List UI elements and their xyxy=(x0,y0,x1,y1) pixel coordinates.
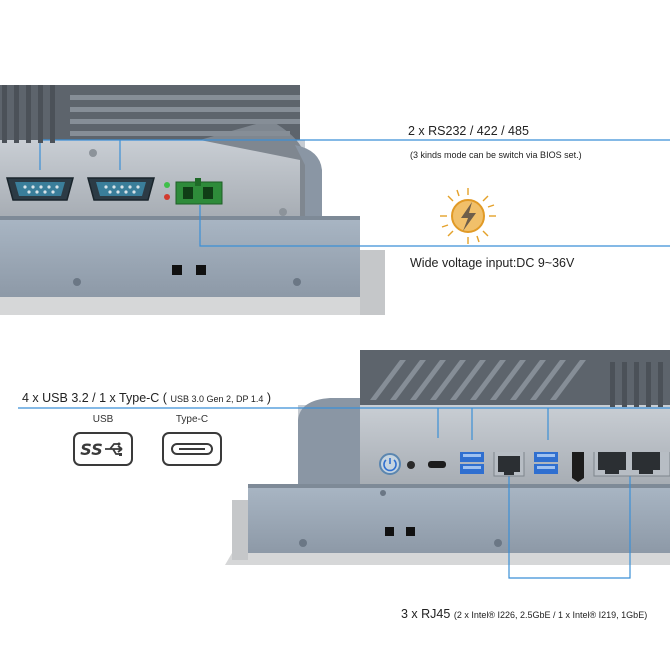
rj45-title-detail: (2 x Intel® I226, 2.5GbE / 1 x Intel® I2… xyxy=(453,610,648,620)
usb-title-main: 4 x USB 3.2 / 1 x Type-C ( xyxy=(22,391,167,405)
lightning-power-icon xyxy=(440,188,496,244)
serial-note: (3 kinds mode can be switch via BIOS set… xyxy=(410,150,582,160)
top-heatsink xyxy=(2,85,300,143)
power-terminal-block xyxy=(175,178,223,205)
db9-serial-port xyxy=(6,177,74,201)
rj45-title-main: 3 x RJ45 xyxy=(401,607,451,621)
usb-superspeed-icon: SS xyxy=(73,432,133,466)
bottom-heatsink xyxy=(370,360,663,407)
usb-title-close: ) xyxy=(266,391,271,405)
usb-title-detail: USB 3.0 Gen 2, DP 1.4 xyxy=(170,394,264,404)
serial-title: 2 x RS232 / 422 / 485 xyxy=(408,124,529,138)
db9-serial-port xyxy=(87,177,155,201)
superspeed-symbol: SS xyxy=(80,439,103,459)
status-led-green xyxy=(164,182,170,188)
usb-title: 4 x USB 3.2 / 1 x Type-C ( USB 3.0 Gen 2… xyxy=(22,391,271,405)
usb-icon-label: USB xyxy=(92,414,114,425)
typec-icon-label: Type-C xyxy=(175,414,209,425)
status-led-red xyxy=(164,194,170,200)
power-title: Wide voltage input:DC 9~36V xyxy=(410,256,575,270)
rj45-title: 3 x RJ45 (2 x Intel® I226, 2.5GbE / 1 x … xyxy=(401,607,647,621)
bottom-io-ports xyxy=(379,452,670,482)
usb-type-c-icon xyxy=(162,432,222,466)
